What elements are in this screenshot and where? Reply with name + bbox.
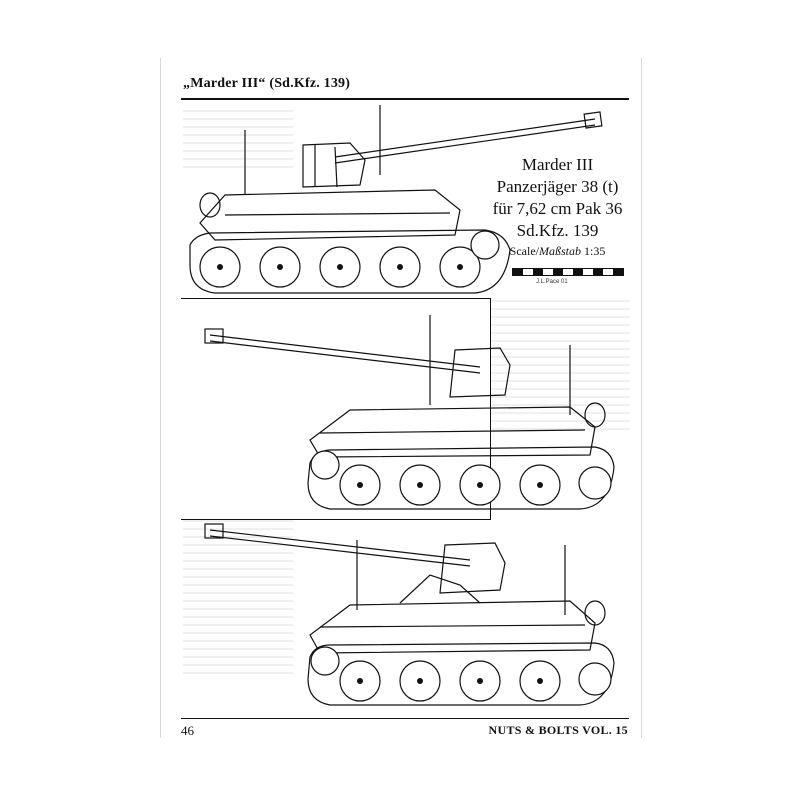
view-divider (181, 298, 491, 299)
page-number: 46 (181, 723, 194, 738)
drawing-caption: Marder III Panzerjäger 38 (t) für 7,62 c… (480, 154, 635, 260)
tank-side-view-open (204, 523, 615, 706)
caption-gun: für 7,62 cm Pak 36 (492, 199, 623, 218)
page-title: „Marder III“ (Sd.Kfz. 139) (183, 76, 351, 91)
background-text-block (183, 110, 293, 170)
background-text-block (183, 520, 293, 680)
caption-vehicle-name: Marder III (521, 155, 594, 174)
series-title: NUTS & BOLTS VOL. 15 (488, 723, 628, 737)
view-divider (490, 298, 491, 520)
caption-designation: Panzerjäger 38 (t) (496, 177, 619, 196)
footer-rule (181, 718, 629, 719)
artist-credit: J.L.Pace 01 (536, 279, 568, 285)
header-rule (181, 98, 629, 100)
view-divider (181, 519, 491, 520)
tank-side-view-left (189, 105, 603, 294)
caption-scale: Scale/Maßstab 1:35 (509, 244, 606, 258)
scale-bar (512, 268, 624, 276)
tank-side-view-right (204, 315, 615, 510)
caption-sdkfz: Sd.Kfz. 139 (516, 221, 599, 240)
